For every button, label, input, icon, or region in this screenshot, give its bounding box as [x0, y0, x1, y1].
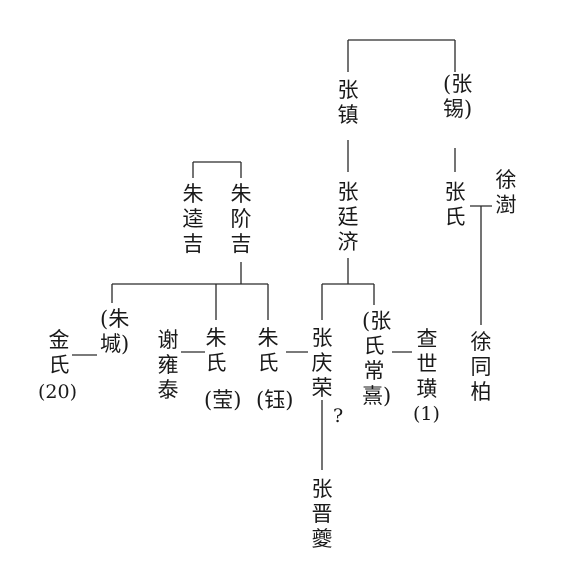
node-zhang-shi-changxi: (张氏常熹) — [362, 309, 392, 408]
node-zhang-qingrong: 张庆荣 — [311, 326, 333, 400]
node-xie-yongtai: 谢雍泰 — [157, 328, 179, 402]
node-zhu-kuiji: 朱逵吉 — [182, 182, 204, 256]
node-question-mark: ? — [333, 405, 344, 427]
node-zhang-xi: (张锡) — [443, 72, 473, 121]
node-ying-paren: (莹) — [204, 388, 242, 412]
node-zhu-cheng: (朱堿) — [100, 307, 130, 356]
node-xu-tongbo: 徐同柏 — [470, 330, 492, 404]
node-zhang-jinkui: 张晋夔 — [311, 477, 333, 551]
node-zhang-tingji: 张廷济 — [337, 180, 359, 254]
node-jin-shi: 金氏 — [48, 328, 70, 377]
node-yu-paren: (钰) — [256, 388, 294, 412]
node-zhu-shi-yu: 朱氏 — [257, 326, 279, 375]
node-zha-note: (1) — [413, 403, 440, 425]
node-zhang-zhen: 张镇 — [337, 78, 359, 127]
node-zhang-shi-xu: 张氏 — [444, 180, 466, 229]
node-zhu-jieji: 朱阶吉 — [230, 182, 252, 256]
node-zhu-shi-ying: 朱氏 — [205, 326, 227, 375]
node-zha-shihuang: 查世璜 — [416, 327, 438, 401]
node-xu-xie: 徐澍 — [495, 168, 517, 217]
node-jin-shi-note: (20) — [38, 381, 78, 403]
